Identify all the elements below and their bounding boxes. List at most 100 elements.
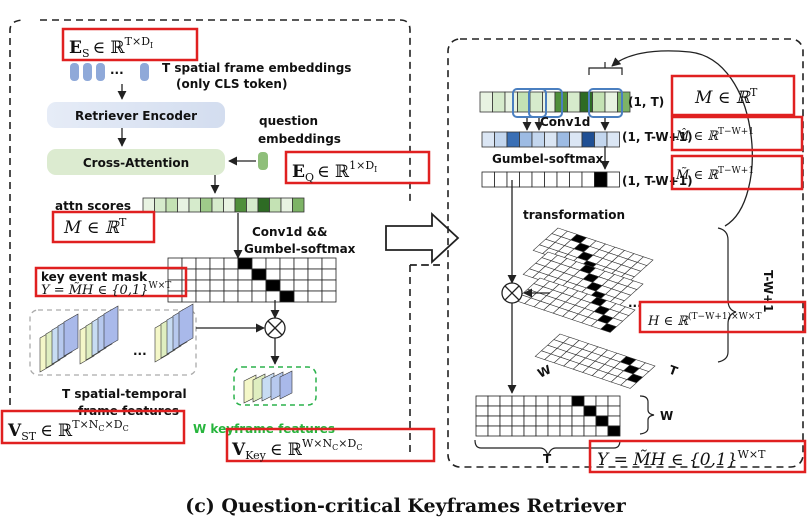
mask-cell	[321, 279, 337, 292]
attn-score-cell	[269, 197, 282, 213]
mtilde-cell	[506, 171, 520, 188]
m-highlight-box	[51, 210, 156, 244]
y-cell	[583, 405, 597, 417]
attn-score-cell	[177, 197, 190, 213]
right-dashed-border	[447, 38, 804, 468]
y-cell	[559, 395, 573, 407]
score-cell	[479, 91, 493, 113]
key-event-mask-label: key event mask	[41, 270, 148, 284]
frame-embeddings-label-2: (only CLS token)	[176, 77, 287, 91]
mtilde-cell	[519, 171, 533, 188]
mask-cell	[293, 257, 309, 270]
t-brace	[474, 439, 621, 457]
left-panel: ES∈ ℝT×DI ... T spatial frame embeddings…	[0, 19, 440, 463]
y-cell	[607, 405, 621, 417]
y-cell	[487, 415, 501, 427]
mask-cell	[251, 257, 267, 270]
mask-cell	[237, 257, 253, 270]
y-cell	[487, 405, 501, 417]
mask-cell	[209, 268, 225, 281]
y-cell	[511, 405, 525, 417]
y-cell	[523, 425, 537, 437]
attn-score-cell	[200, 197, 213, 213]
mask-cell	[265, 257, 281, 270]
attn-score-cell	[165, 197, 178, 213]
y-cell	[583, 415, 597, 427]
y-cell	[499, 395, 513, 407]
multiply-circle-right	[501, 282, 523, 304]
mask-cell	[265, 290, 281, 303]
mask-cell	[307, 268, 323, 281]
mask-cell	[251, 290, 267, 303]
attn-score-cell	[188, 197, 201, 213]
y-cell	[511, 425, 525, 437]
right-panel: (1, T) Conv1d (1, T-W+1) Gumbel-softmax …	[447, 38, 807, 474]
y-cell	[487, 395, 501, 407]
conv-bracket	[588, 62, 623, 75]
mask-cell	[223, 268, 239, 281]
y-cell	[607, 415, 621, 427]
mask-cell	[223, 257, 239, 270]
mtilde-cell	[569, 171, 583, 188]
y-cell	[499, 405, 513, 417]
mtilde-row	[481, 171, 620, 188]
y-cell	[487, 425, 501, 437]
row2-dim: (1, T-W+1)	[622, 130, 693, 144]
mask-cell	[307, 257, 323, 270]
score-cell	[567, 91, 581, 113]
y-cell	[583, 395, 597, 407]
y-cell	[571, 395, 585, 407]
conv-window-1	[512, 88, 547, 118]
frame-embedding-pills	[70, 63, 149, 81]
vkey-highlight-box	[225, 427, 436, 463]
eq-formula: EQ∈ ℝ1×DI	[292, 159, 377, 184]
y-cell	[547, 425, 561, 437]
attn-score-cell	[142, 197, 155, 213]
mhat-cell	[556, 131, 570, 148]
h-box	[638, 300, 807, 334]
y-cell	[595, 395, 609, 407]
mask-cell	[181, 268, 197, 281]
y-cell	[535, 415, 549, 427]
eq-highlight-box	[284, 150, 431, 185]
score-cell	[504, 91, 518, 113]
attn-score-cell	[154, 197, 167, 213]
st-feature-plane	[103, 305, 119, 349]
conv-window-3	[588, 88, 623, 118]
mask-cell	[195, 268, 211, 281]
y-cell	[535, 425, 549, 437]
t-small-label: T	[667, 363, 680, 379]
mask-cell	[279, 290, 295, 303]
y-cell	[511, 415, 525, 427]
y-cell	[535, 395, 549, 407]
m-right-box	[670, 74, 796, 117]
st-feature-plane	[178, 303, 194, 347]
w-label: W	[660, 409, 673, 423]
mask-cell	[209, 257, 225, 270]
y-cell	[499, 415, 513, 427]
mhat-cell	[494, 131, 508, 148]
multiply-circle-left	[264, 317, 286, 339]
question-label-1: question	[259, 114, 318, 128]
question-label-2: embeddings	[258, 132, 341, 146]
mask-cell	[223, 279, 239, 292]
y-cell	[547, 415, 561, 427]
mhat-cell	[531, 131, 545, 148]
y-cell	[523, 415, 537, 427]
mtilde-cell	[481, 171, 495, 188]
mask-cell	[181, 279, 197, 292]
mhat-cell	[581, 131, 595, 148]
retriever-encoder-label: Retriever Encoder	[75, 109, 197, 123]
y-cell	[523, 405, 537, 417]
y-cell	[559, 425, 573, 437]
attn-score-cell	[280, 197, 293, 213]
keyframe-plane	[279, 370, 293, 400]
key-event-mask-grid	[167, 257, 337, 303]
mask-cell	[237, 268, 253, 281]
h-formula: H ∈ ℝ(T−W+1)×W×T	[647, 311, 761, 329]
attn-scores-label: attn scores	[55, 199, 131, 213]
figure-caption: (c) Question-critical Keyframes Retrieve…	[185, 495, 626, 517]
y-output-grid	[475, 395, 621, 437]
conv-gumbel-label-1: Conv1d &&	[252, 225, 327, 239]
